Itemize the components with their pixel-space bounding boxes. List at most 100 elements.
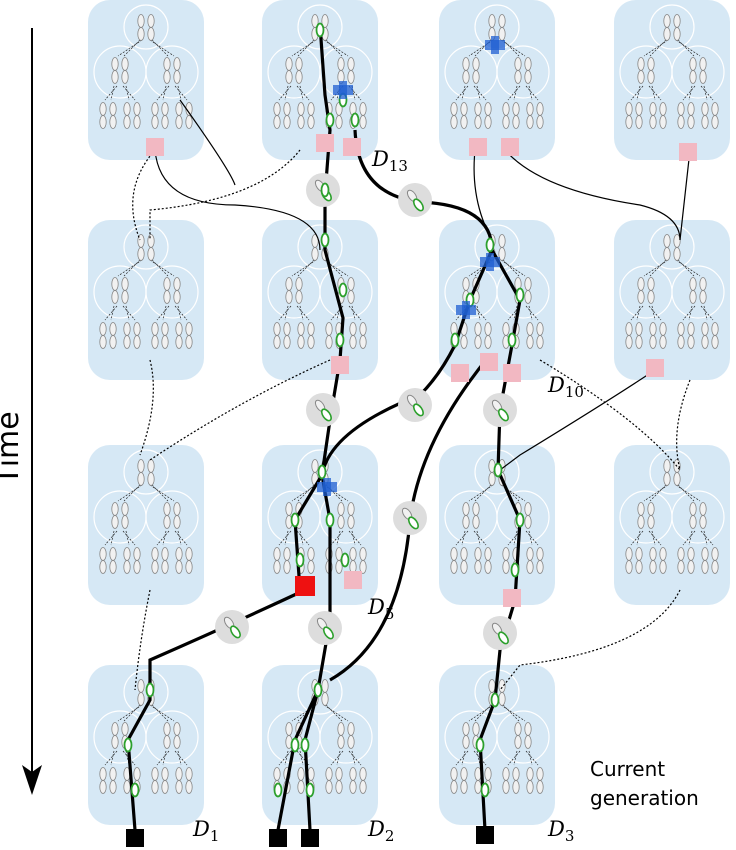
- pedigree-edge: [525, 85, 539, 101]
- chromosome-bottom: [687, 560, 695, 574]
- chromosome-top: [121, 57, 129, 71]
- migrant-marker: [316, 134, 334, 152]
- deme-grid: [88, 0, 730, 825]
- chromosome-bottom: [123, 780, 131, 794]
- ancestral-chromosome: [490, 692, 500, 708]
- coalescence-red-marker: [295, 576, 315, 596]
- chromosome-bottom: [173, 735, 181, 749]
- pedigree-edge: [476, 530, 481, 546]
- chromosome-top: [133, 322, 141, 336]
- chromosome-bottom: [335, 560, 343, 574]
- ancestral-chromosome: [325, 112, 335, 128]
- pedigree-edge: [177, 305, 182, 321]
- current-generation-label-line2: generation: [590, 786, 699, 810]
- deme-cell-bg: [88, 665, 204, 825]
- pedigree-edge: [291, 484, 317, 502]
- pedigree-edge: [351, 305, 356, 321]
- sample-square-icon: [301, 829, 319, 847]
- pedigree-edge: [151, 704, 169, 722]
- lineage-dotted: [499, 589, 681, 691]
- chromosome-top: [625, 322, 633, 336]
- chromosome-top: [647, 57, 655, 71]
- chromosome-bottom: [307, 115, 315, 129]
- chromosome-bottom: [659, 560, 667, 574]
- chromosome-bottom: [175, 780, 183, 794]
- chromosome-bottom: [273, 115, 281, 129]
- migrant-marker: [469, 138, 487, 156]
- chromosome-top: [285, 277, 293, 291]
- chromosome-top: [689, 502, 697, 516]
- pedigree-edge: [636, 305, 641, 321]
- chromosome-bottom: [185, 780, 193, 794]
- chromosome-top: [273, 322, 281, 336]
- pedigree-edge: [474, 484, 492, 502]
- chromosome-bottom: [273, 560, 281, 574]
- ancestral-chromosome: [130, 782, 140, 798]
- pedigree-edge: [296, 530, 310, 546]
- pedigree-edge: [351, 530, 356, 546]
- chromosome-bottom: [701, 115, 709, 129]
- chromosome-top: [711, 322, 719, 336]
- pedigree-edge: [151, 484, 169, 502]
- pedigree-edge: [473, 750, 487, 766]
- ancestral-chromosome: [123, 737, 133, 753]
- pedigree-edge: [703, 85, 708, 101]
- migration-chromosome-icon: [491, 622, 509, 645]
- pedigree-edge: [507, 530, 521, 546]
- pedigree-edge: [528, 750, 533, 766]
- deme-label-1: D1: [192, 817, 219, 845]
- pedigree-edge: [476, 85, 481, 101]
- deme-cell-r0c0: [88, 0, 204, 160]
- pedigree-edge: [455, 750, 469, 766]
- chromosome-bottom: [109, 115, 117, 129]
- pedigree-edge: [348, 85, 362, 101]
- chromosome-top: [474, 102, 482, 116]
- pedigree-edge: [336, 305, 341, 321]
- chromosome-bottom: [133, 560, 141, 574]
- chromosome-top: [647, 277, 655, 291]
- chromosome-top: [325, 322, 333, 336]
- pedigree-edge: [149, 704, 175, 722]
- chromosome-top: [121, 277, 129, 291]
- chromosome-bottom: [701, 560, 709, 574]
- chromosome-top: [625, 102, 633, 116]
- pedigree-edge: [291, 259, 317, 277]
- chromosome-top: [647, 502, 655, 516]
- chromosome-top: [472, 57, 480, 71]
- deme-cell-r1c2: [439, 220, 555, 380]
- chromosome-top: [285, 722, 293, 736]
- chromosome-top: [663, 459, 671, 473]
- family-circle: [145, 265, 199, 319]
- chromosome-bottom: [307, 560, 315, 574]
- pedigree-edge: [123, 39, 141, 57]
- family-circle: [671, 45, 725, 99]
- deme-cell-bg: [439, 0, 555, 160]
- chromosome-top: [109, 767, 117, 781]
- chromosome-bottom: [689, 515, 697, 529]
- chromosome-bottom: [484, 560, 492, 574]
- chromosome-bottom: [536, 335, 544, 349]
- pedigree-edge: [174, 305, 188, 321]
- deme-label-10: D10: [547, 373, 584, 401]
- chromosome-bottom: [121, 290, 129, 304]
- pedigree-edge: [476, 305, 481, 321]
- chromosome-bottom: [161, 560, 169, 574]
- chromosome-bottom: [151, 560, 159, 574]
- chromosome-bottom: [337, 515, 345, 529]
- chromosome-top: [175, 102, 183, 116]
- pedigree-edge: [473, 85, 487, 101]
- deme-cell-r1c0: [88, 220, 204, 380]
- chromosome-top: [175, 547, 183, 561]
- chromosome-bottom: [123, 115, 131, 129]
- chromosome-bottom: [121, 515, 129, 529]
- pedigree-edge: [122, 750, 136, 766]
- chromosome-top: [488, 679, 496, 693]
- chromosome-bottom: [625, 115, 633, 129]
- chromosome-top: [151, 102, 159, 116]
- chromosome-bottom: [99, 560, 107, 574]
- deme-cell-r2c3: [614, 445, 730, 605]
- chromosome-bottom: [659, 115, 667, 129]
- ancestral-chromosome: [335, 332, 345, 348]
- chromosome-top: [484, 767, 492, 781]
- chromosome-bottom: [498, 27, 506, 41]
